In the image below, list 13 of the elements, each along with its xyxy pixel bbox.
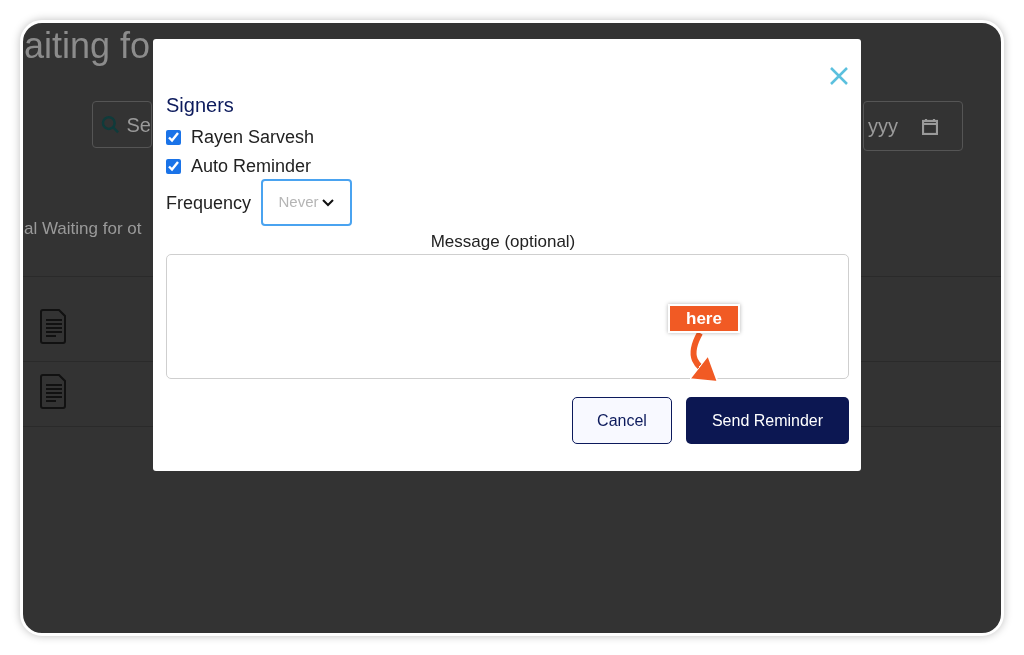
date-field: yyy xyxy=(863,101,963,151)
option-label: Auto Reminder xyxy=(191,155,312,178)
cancel-button: Cancel xyxy=(572,397,672,444)
field-label: Frequency xyxy=(166,192,252,215)
field-label: Message (optional) xyxy=(429,231,577,253)
signer-name: Rayen Sarvesh xyxy=(191,126,315,149)
frequency-select: Never xyxy=(261,179,352,226)
callout-label: here xyxy=(668,304,740,333)
tab-label: al Waiting for ot xyxy=(24,218,142,240)
send-reminder-button: Send Reminder xyxy=(686,397,849,444)
page-title: aiting fo xyxy=(24,28,151,64)
search-field: Se xyxy=(92,101,152,148)
section-heading: Signers xyxy=(166,93,234,118)
